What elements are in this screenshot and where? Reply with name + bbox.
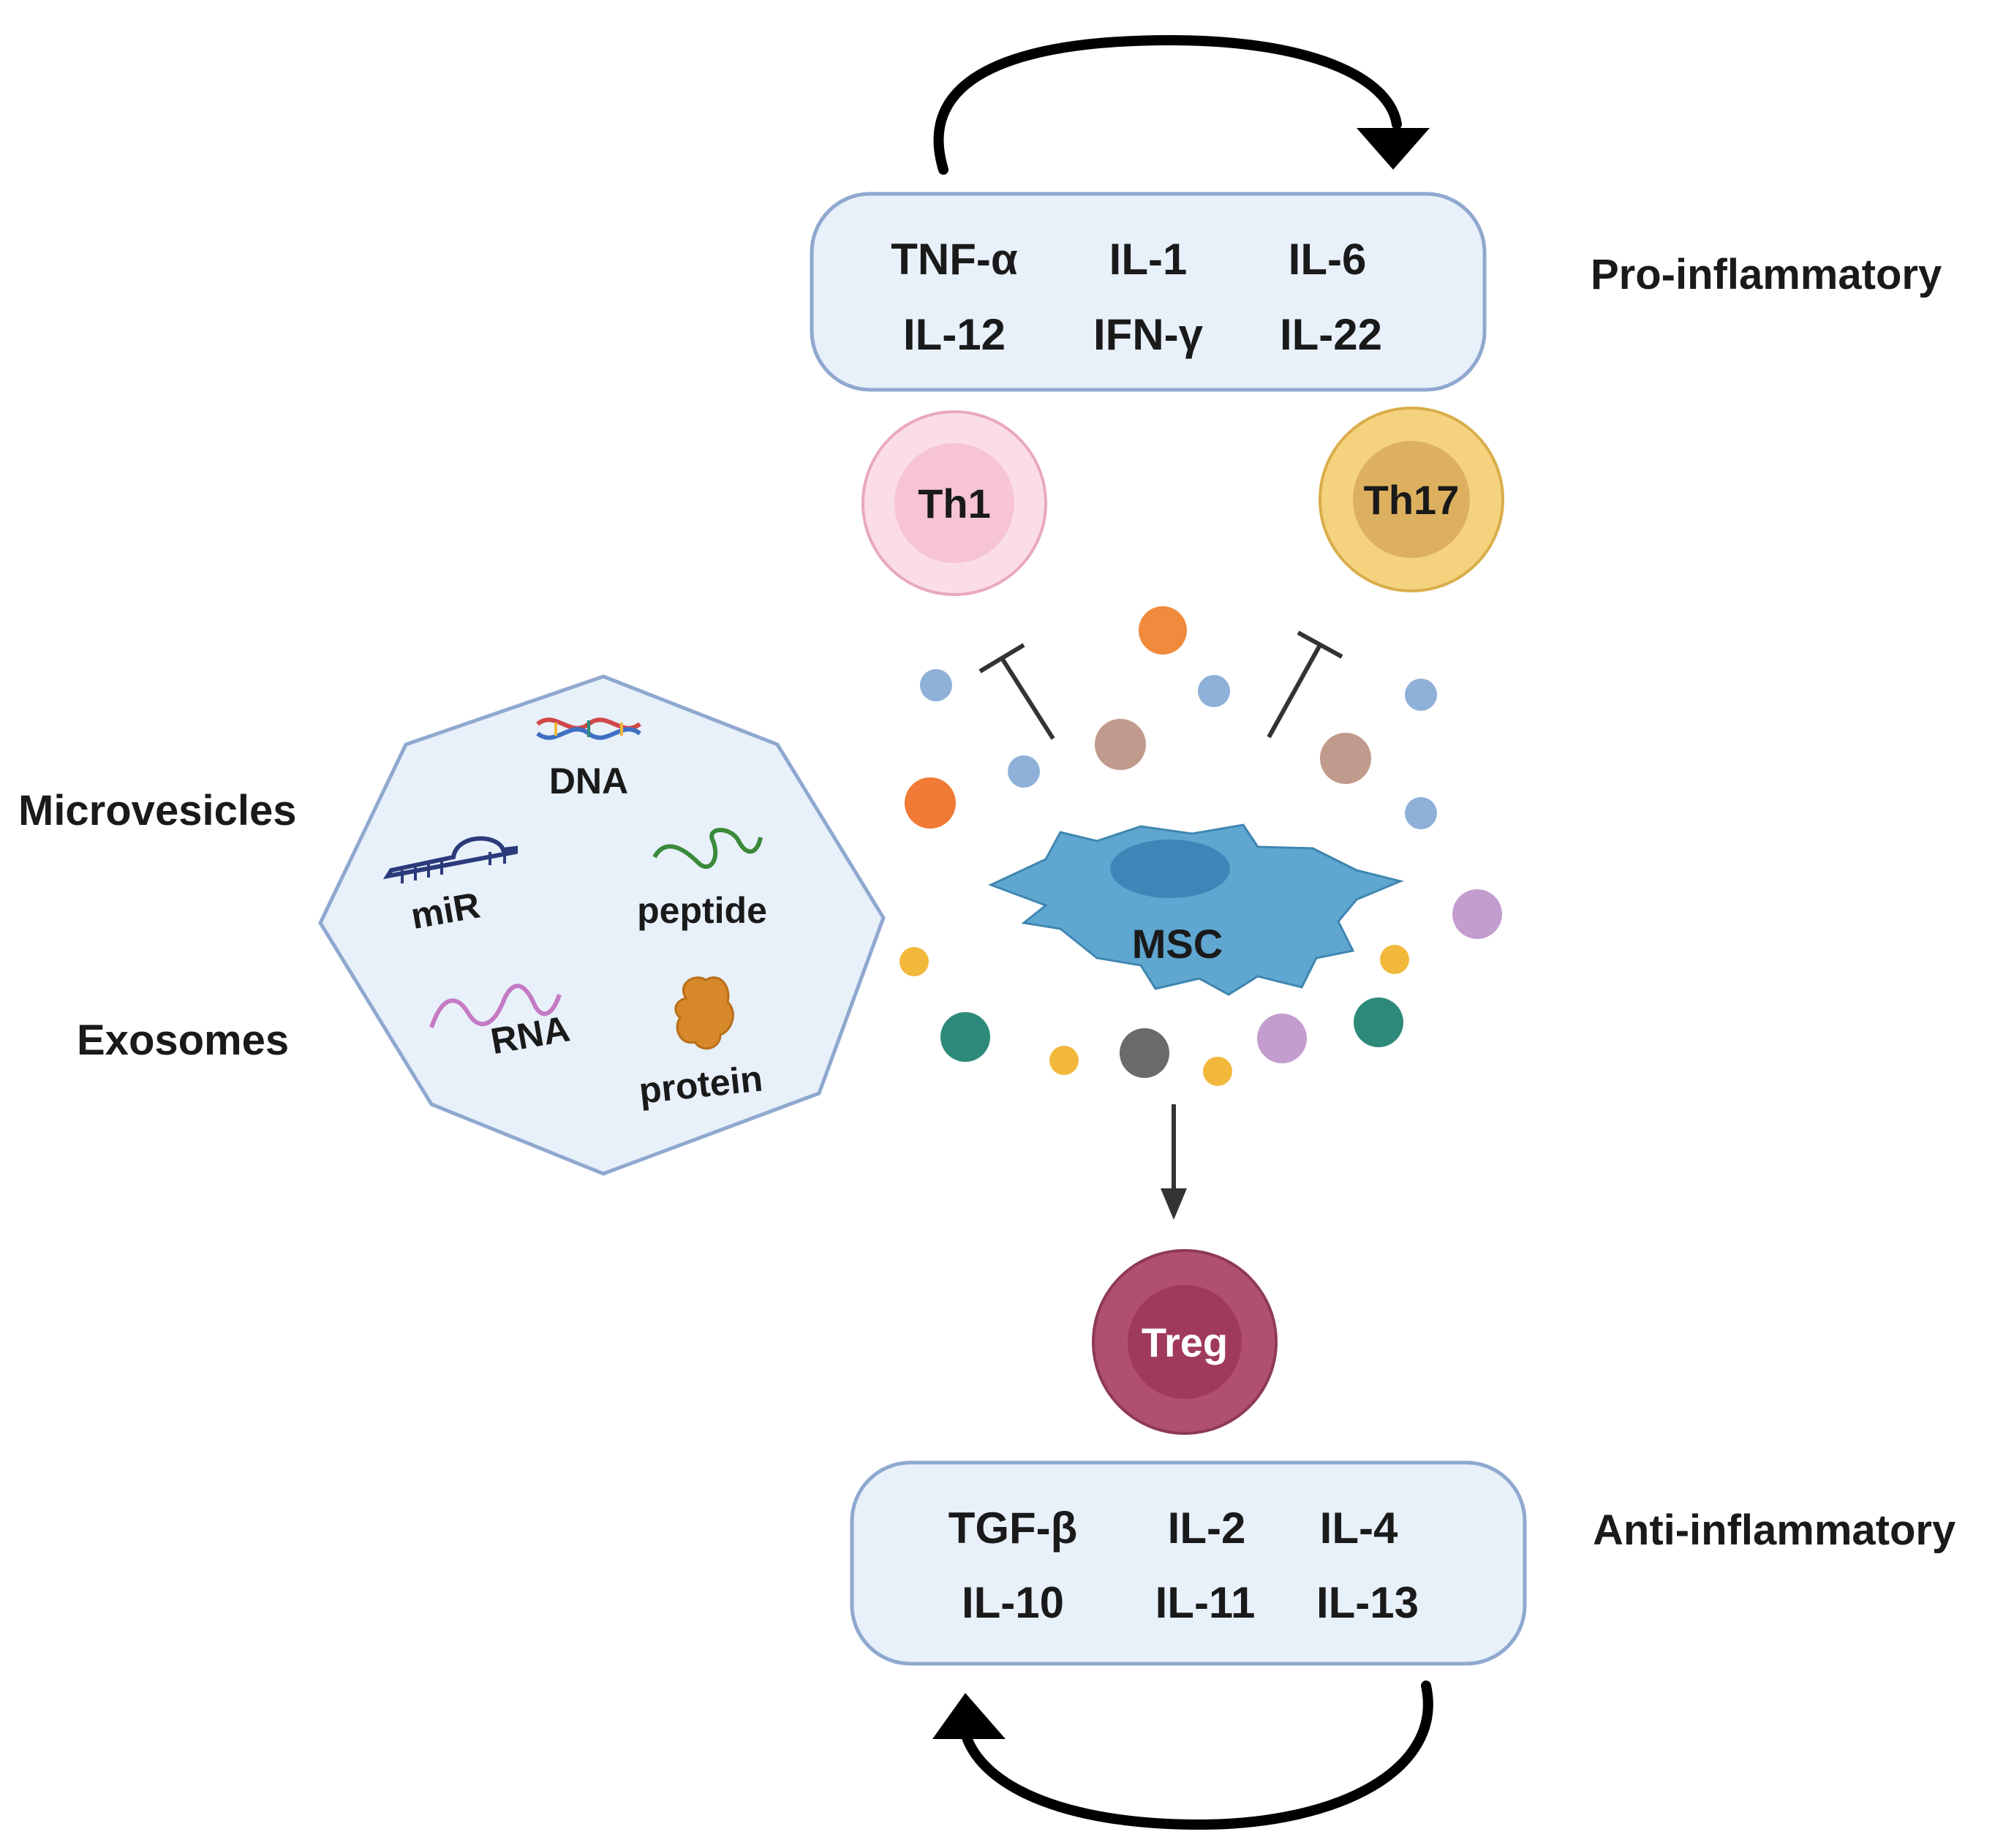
pro-cytokine-3: IL-6: [1289, 235, 1367, 284]
anti-cytokine-6: IL-13: [1316, 1578, 1419, 1627]
exosomes-label: Exosomes: [77, 1017, 289, 1064]
anti-cytokine-5: IL-11: [1155, 1578, 1256, 1627]
treg-label: Treg: [1142, 1319, 1228, 1365]
pro-cytokine-5: IFN-γ: [1093, 310, 1204, 359]
th17-cell: Th17: [1319, 407, 1504, 592]
th1-cell: Th1: [861, 410, 1047, 596]
pro-cytokine-4: IL-12: [903, 310, 1006, 359]
msc-label: MSC: [1132, 921, 1223, 967]
anti-inflammatory-box: TGF-β IL-2 IL-4 IL-10 IL-11 IL-13: [850, 1460, 1527, 1666]
anti-cytokine-1: TGF-β: [948, 1504, 1078, 1553]
mir-icon: [382, 836, 518, 883]
protein-icon: [674, 976, 734, 1050]
msc-cell: MSC: [988, 823, 1404, 996]
rna-icon: [429, 984, 562, 1028]
anti-cytokine-3: IL-4: [1320, 1504, 1398, 1553]
pro-cytokine-6: IL-22: [1280, 310, 1382, 359]
pro-feedback-arrow: [933, 34, 1430, 175]
anti-feedback-arrow: [932, 1681, 1433, 1830]
anti-cytokine-4: IL-10: [962, 1578, 1064, 1627]
anti-cytokine-2: IL-2: [1168, 1504, 1246, 1553]
inhibit-th17: [1267, 630, 1343, 739]
msc-to-treg-arrow: [1161, 1104, 1187, 1220]
peptide-icon: [652, 828, 763, 870]
cargo-octagon: [318, 674, 886, 1176]
pro-cytokine-1: TNF-α: [891, 235, 1018, 284]
microvesicles-label: Microvesicles: [18, 787, 296, 834]
dna-label: DNA: [549, 761, 628, 802]
peptide-label: peptide: [637, 890, 767, 931]
anti-inflammatory-label: Anti-inflammatory: [1593, 1506, 1955, 1554]
pro-inflammatory-label: Pro-inflammatory: [1591, 251, 1942, 298]
th17-label: Th17: [1364, 477, 1460, 523]
dna-icon: [536, 717, 641, 740]
pro-cytokine-2: IL-1: [1109, 235, 1188, 284]
treg-cell: Treg: [1092, 1249, 1278, 1435]
th1-label: Th1: [918, 480, 991, 527]
pro-inflammatory-box: TNF-α IL-1 IL-6 IL-12 IFN-γ IL-22: [810, 192, 1487, 392]
inhibit-th1: [978, 643, 1055, 740]
